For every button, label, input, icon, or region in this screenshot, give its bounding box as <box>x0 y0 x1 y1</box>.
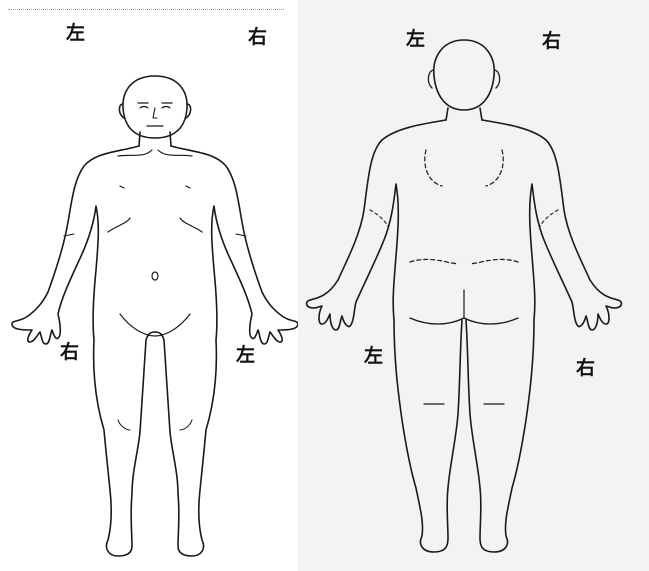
front-torso-right <box>155 146 298 556</box>
back-head <box>434 40 495 110</box>
front-head <box>123 76 187 138</box>
front-label-top-right: 右 <box>248 28 267 47</box>
front-body-outline <box>0 0 298 571</box>
back-body-outline <box>298 0 649 571</box>
back-label-hand-left: 左 <box>364 347 383 366</box>
back-torso-right <box>466 120 621 552</box>
back-view-panel: 左 右 左 右 <box>298 0 649 571</box>
front-label-top-left: 左 <box>66 24 85 43</box>
back-torso-left <box>307 120 462 552</box>
front-view-panel: 左 右 右 左 <box>0 0 298 571</box>
front-torso-left <box>12 146 155 556</box>
back-label-top-right: 右 <box>542 32 561 51</box>
front-label-hand-right: 左 <box>236 346 255 365</box>
back-label-top-left: 左 <box>406 30 425 49</box>
back-label-hand-right: 右 <box>576 359 595 378</box>
front-label-hand-left: 右 <box>60 343 79 362</box>
